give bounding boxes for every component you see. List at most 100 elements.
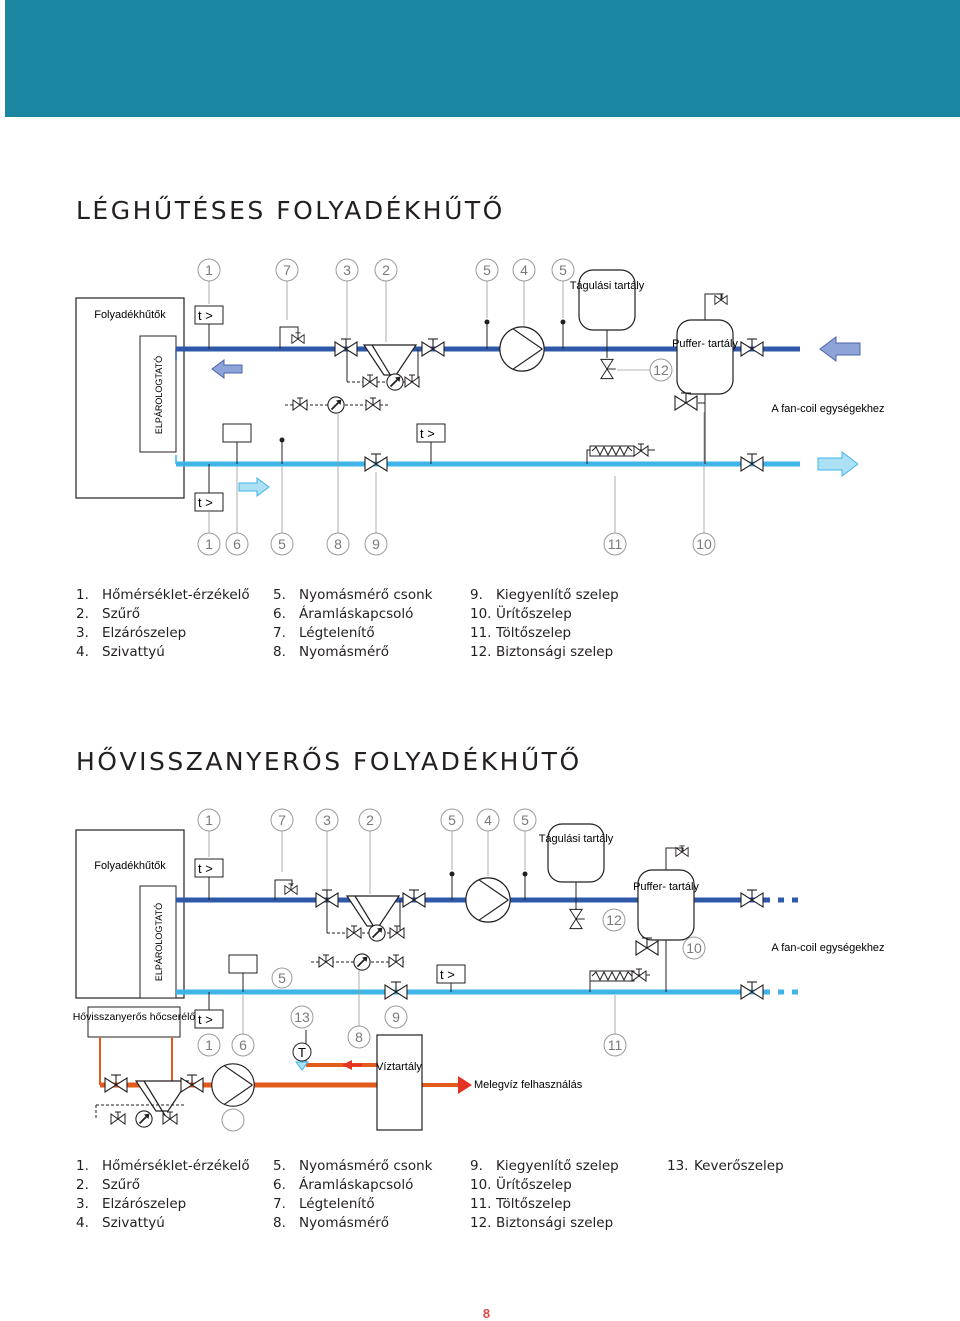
legend-item: 3.Elzárószelep (76, 1196, 187, 1212)
pressure-gauge-1 (385, 372, 405, 392)
svg-text:7: 7 (283, 262, 291, 278)
legend-item: 8.Nyomásmérő (273, 1215, 390, 1231)
diagram2: Folyadékhűtők ELPÁROLOGTATÓ Hővisszanyer… (73, 808, 885, 1132)
legend-item: 1.Hőmérséklet-érzékelő (76, 1158, 250, 1174)
hx-gauge (134, 1110, 154, 1128)
svg-text:10: 10 (686, 940, 702, 956)
legend-item: 13.Keverőszelep (667, 1158, 784, 1174)
svg-text:2: 2 (366, 812, 374, 828)
expansion-tank-label: Tágulási tartály (570, 280, 645, 292)
evaporator-label: ELPÁROLOGTATÓ (154, 356, 164, 434)
callout-5b (271, 967, 293, 989)
shutoff-valve-1 (334, 338, 358, 357)
expansion-tank (578, 269, 636, 331)
svg-text:8: 8 (334, 536, 342, 552)
top-callouts-2: 1 7 3 2 5 4 5 (197, 808, 537, 832)
buffer-tank (676, 319, 734, 395)
legend-item: 6.Áramláskapcsoló (273, 606, 414, 622)
hx-callout (221, 1108, 245, 1132)
arrow-small-left (211, 359, 243, 379)
svg-text:1: 1 (205, 536, 213, 552)
svg-text:5: 5 (278, 970, 286, 986)
chiller-label: Folyadékhűtők (94, 309, 166, 321)
svg-text:T: T (298, 1045, 306, 1060)
svg-text:5: 5 (559, 262, 567, 278)
svg-text:6: 6 (233, 536, 241, 552)
svg-text:3: 3 (343, 262, 351, 278)
legend-item: 5.Nyomásmérő csonk (273, 1158, 433, 1174)
svg-text:t >: t > (198, 1012, 213, 1027)
hx-valve-2 (180, 1074, 204, 1093)
callout-12b (602, 908, 626, 932)
hot-water-use-label: Melegvíz felhasználás (474, 1079, 583, 1091)
shutoff-valve-2 (421, 338, 445, 357)
svg-text:3: 3 (323, 812, 331, 828)
flow-switch-2 (228, 954, 258, 974)
legend-item: 12.Biztonsági szelep (470, 1215, 614, 1231)
legend-item: 1.Hőmérséklet-érzékelő (76, 587, 250, 603)
water-tank (376, 1034, 423, 1131)
header-band (5, 0, 960, 117)
shutoff-valve-2-2 (402, 889, 426, 908)
safety-valve-2 (569, 908, 586, 930)
fan-coil-label-2: A fan-coil egységekhez (771, 942, 884, 954)
pressure-gauge-2-1 (367, 924, 387, 942)
svg-text:5: 5 (278, 536, 286, 552)
bottom-callouts: 1 6 5 8 9 11 10 (197, 532, 716, 556)
svg-text:5: 5 (448, 812, 456, 828)
svg-text:1: 1 (205, 812, 213, 828)
outlet-valve-2a (740, 889, 764, 908)
pump (499, 326, 545, 372)
diagram1: Folyadékhűtők ELPÁROLOGTATÓ t > t > t > … (75, 258, 885, 556)
hx-valve-1 (104, 1074, 128, 1093)
fill-spring-2 (589, 970, 635, 982)
page-number: 8 (482, 1306, 491, 1321)
legend-item: 11.Töltőszelep (470, 1196, 572, 1212)
svg-text:2: 2 (382, 262, 390, 278)
drain-valve (674, 392, 698, 411)
evaporator-box (139, 335, 177, 453)
legend-item: 10.Ürítőszelep (470, 1177, 572, 1193)
legend-item: 2.Szűrő (76, 1177, 141, 1193)
fan-coil-label: A fan-coil egységekhez (771, 403, 884, 415)
fill-spring (589, 445, 635, 457)
svg-text:4: 4 (520, 262, 528, 278)
svg-text:Puffer- tartály: Puffer- tartály (633, 881, 699, 893)
chiller-label-2: Folyadékhűtők (94, 860, 166, 872)
diagram1-title: LÉGHŰTÉSES FOLYADÉKHŰTŐ (76, 196, 505, 225)
arrow-small-right (238, 477, 270, 497)
lower-callouts-2: 13 9 8 1 6 11 (197, 1005, 627, 1057)
svg-text:1: 1 (205, 262, 213, 278)
svg-text:t >: t > (198, 861, 213, 876)
legend-item: 7.Légtelenítő (273, 1196, 375, 1212)
legend-item: 4.Szivattyú (76, 1215, 165, 1231)
legend-item: 6.Áramláskapcsoló (273, 1177, 414, 1193)
legend-item: 3.Elzárószelep (76, 625, 187, 641)
legend-item: 5.Nyomásmérő csonk (273, 587, 433, 603)
evaporator-box-2 (139, 885, 177, 999)
svg-text:4: 4 (484, 812, 492, 828)
temp-sensor-top-label: t > (198, 308, 213, 323)
flow-switch (222, 423, 252, 443)
svg-text:10: 10 (696, 536, 712, 552)
legend-item: 9.Kiegyenlítő szelep (470, 587, 619, 603)
legend-item: 8.Nyomásmérő (273, 644, 390, 660)
safety-valve (600, 358, 617, 380)
hx-label: Hővisszanyerős hőcserélő (73, 1011, 196, 1023)
legend-item: 2.Szűrő (76, 606, 141, 622)
outlet-valve-2b (740, 981, 764, 1000)
svg-text:5: 5 (483, 262, 491, 278)
svg-text:8: 8 (355, 1029, 363, 1045)
svg-text:9: 9 (372, 536, 380, 552)
outlet-valve-return (740, 453, 764, 472)
svg-text:5: 5 (521, 812, 529, 828)
legend-item: 7.Légtelenítő (273, 625, 375, 641)
mixing-valve-thermostat (292, 1042, 312, 1062)
legend-1: 1.Hőmérséklet-érzékelő 2.Szűrő 3.Elzárós… (76, 586, 676, 666)
svg-text:13: 13 (294, 1009, 310, 1025)
buffer-tank-label: Puffer- tartály (672, 338, 738, 350)
svg-text:6: 6 (239, 1037, 247, 1053)
water-tank-label: Víztartály (376, 1061, 422, 1073)
legend-item: 11.Töltőszelep (470, 625, 572, 641)
arrow-return-out (817, 451, 859, 477)
